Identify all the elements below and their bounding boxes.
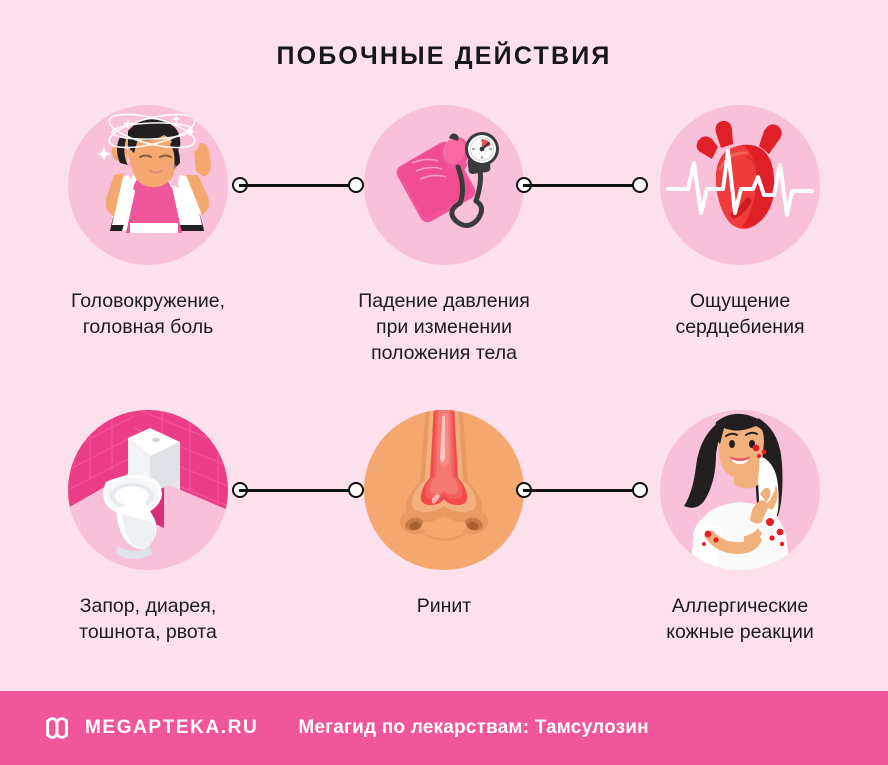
item-card-gi: Запор, диарея, тошнота, рвота [0,410,296,645]
icon-circle-rhinitis [364,410,524,570]
items-row-1: Головокружение, головная боль [0,105,888,410]
item-label: Головокружение, головная боль [70,290,226,338]
items-grid: Головокружение, головная боль [0,105,888,715]
brand-logo[interactable]: MEGAPTEKA.RU [42,713,258,743]
item-card-palpitations: Ощущение сердцебиения [592,105,888,340]
dizzy-woman-headache-icon [68,105,228,265]
connector-dot [632,177,648,193]
item-label: Запор, диарея, тошнота, рвота [79,595,217,643]
inflamed-nose-icon [364,410,524,570]
item-label: Падение давления при изменении положения… [358,290,530,364]
toilet-icon [68,410,228,570]
footer-bar: MEGAPTEKA.RU Мегагид по лекарствам: Тамс… [0,691,888,765]
item-label: Аллергические кожные реакции [666,595,814,643]
connector-bar [239,184,357,187]
item-card-dizziness: Головокружение, головная боль [0,105,296,340]
item-card-allergy: Аллергические кожные реакции [592,410,888,645]
item-card-rhinitis: Ринит [296,410,592,619]
brand-name: MEGAPTEKA.RU [85,717,259,738]
connector-dot [348,482,364,498]
icon-circle-allergy [660,410,820,570]
connector-dot [632,482,648,498]
connector-bar [523,489,641,492]
items-row-2: Запор, диарея, тошнота, рвота [0,410,888,715]
icon-circle-gi [68,410,228,570]
connector-dot [348,177,364,193]
icon-circle-palpitations [660,105,820,265]
item-label: Ощущение сердцебиения [675,290,805,338]
connector-bar [239,489,357,492]
icon-circle-dizziness [68,105,228,265]
connector-line-4 [516,482,648,498]
connector-line-2 [516,177,648,193]
item-card-blood-pressure: Падение давления при изменении положения… [296,105,592,366]
blood-pressure-monitor-icon [364,105,524,265]
heart-ecg-icon [660,105,820,265]
icon-circle-blood-pressure [364,105,524,265]
connector-line-1 [232,177,364,193]
footer-caption: Мегагид по лекарствам: Тамсулозин [298,717,649,738]
megapteka-m-logo-icon [42,713,72,743]
skin-rash-woman-icon [660,410,820,570]
connector-line-3 [232,482,364,498]
page-title: ПОБОЧНЫЕ ДЕЙСТВИЯ [276,42,612,70]
item-label: Ринит [416,595,472,617]
connector-bar [523,184,641,187]
